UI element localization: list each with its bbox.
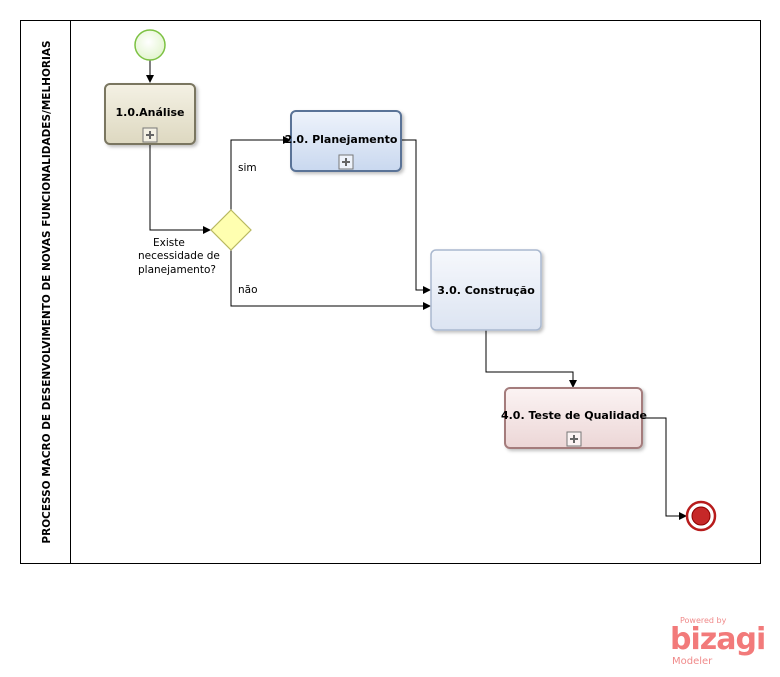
start-event[interactable] — [134, 29, 166, 61]
task-construcao-label: 3.0. Construção — [437, 284, 535, 297]
modeler-text: Modeler — [672, 656, 713, 667]
end-event[interactable] — [685, 500, 717, 532]
flow-label-yes: sim — [238, 162, 257, 174]
gateway-question-line-3: planejamento? — [138, 264, 216, 276]
flow-planejamento-to-construcao — [402, 139, 431, 294]
subprocess-expand-icon[interactable] — [566, 431, 582, 447]
pool-title: PROCESSO MACRO DE DESENVOLVIMENTO DE NOV… — [41, 40, 53, 543]
subprocess-expand-icon[interactable] — [142, 127, 158, 143]
exclusive-gateway[interactable] — [210, 209, 252, 251]
task-teste-qualidade-label: 4.0. Teste de Qualidade — [501, 409, 647, 422]
gateway-question-line-2: necessidade de — [138, 250, 220, 262]
task-construcao[interactable] — [430, 249, 542, 331]
gateway-question: Existe necessidade de planejamento? — [138, 237, 220, 276]
gateway-question-line-1: Existe — [153, 237, 185, 249]
task-analise-label: 1.0.Análise — [116, 106, 185, 119]
sequence-flows — [146, 60, 687, 520]
bizagi-logo: bizagi — [670, 622, 766, 657]
task-teste-qualidade[interactable] — [504, 387, 643, 449]
flow-analise-to-gateway — [149, 145, 211, 234]
subprocess-expand-icon[interactable] — [338, 154, 354, 170]
task-planejamento[interactable] — [290, 110, 402, 172]
flow-gateway-yes — [230, 136, 291, 211]
task-analise[interactable] — [104, 83, 196, 145]
flow-label-no: não — [238, 284, 258, 296]
powered-by-text: Powered by — [680, 616, 727, 625]
flow-teste-to-end — [643, 417, 687, 520]
flow-construcao-to-teste — [485, 330, 577, 388]
task-planejamento-label: 2.0. Planejamento — [285, 133, 398, 146]
flow-gateway-no — [230, 250, 431, 310]
